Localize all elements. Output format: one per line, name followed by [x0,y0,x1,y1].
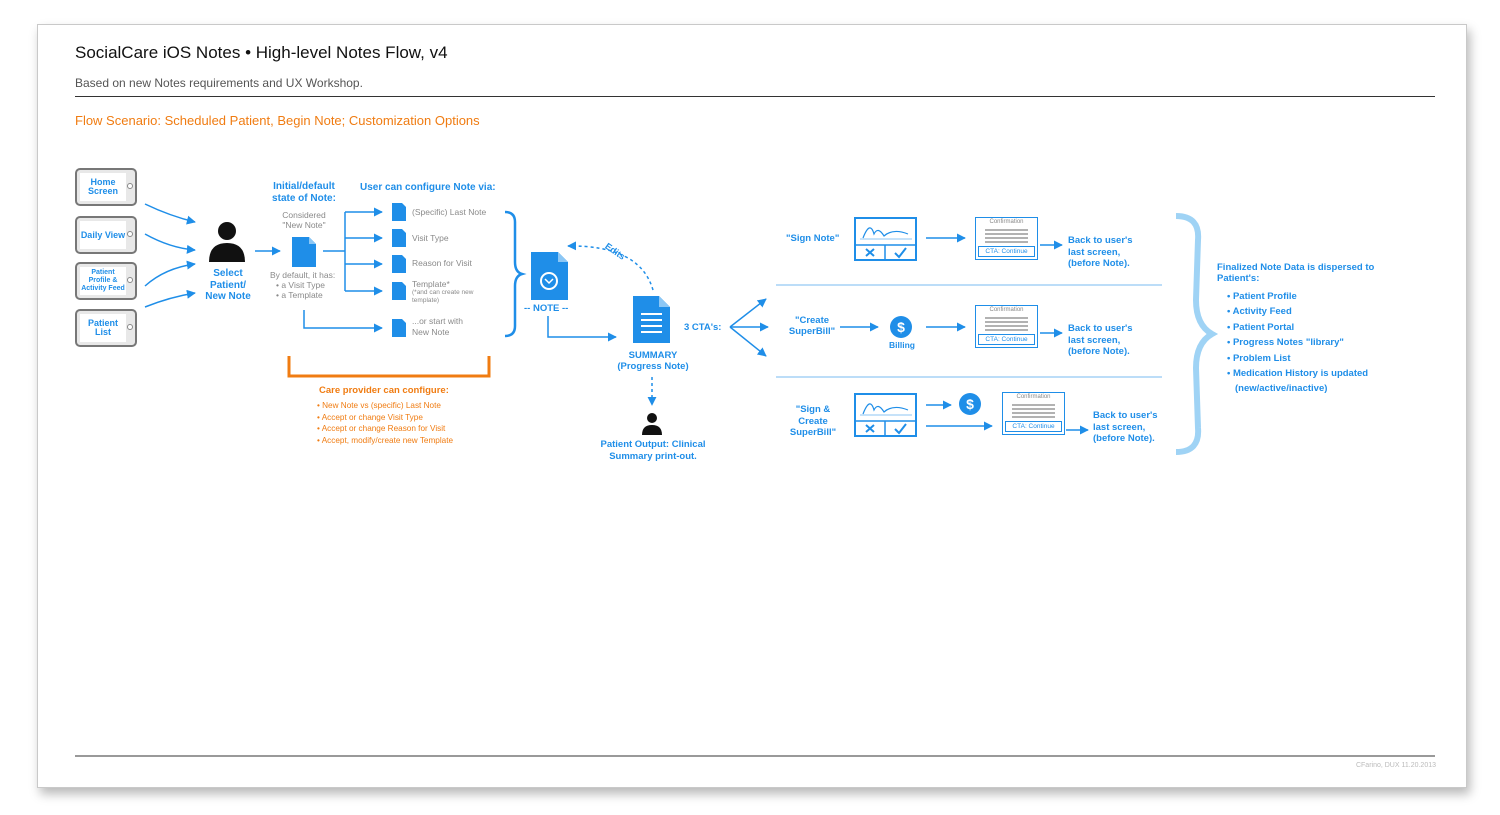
finalized-item: • Problem List [1227,352,1291,364]
option-template[interactable]: Template* [412,279,450,289]
device-button-icon [127,324,133,330]
svg-text:$: $ [897,319,905,335]
patient-profile-device[interactable]: Patient Profile & Activity Feed [75,262,137,300]
new-note-document-icon [292,237,316,267]
patient-list-device[interactable]: Patient List [75,309,137,347]
template-note: (*and can create new template) [412,289,474,304]
option-new-note[interactable]: ...or start with New Note [412,316,464,337]
care-provider-bracket [287,356,491,378]
considered-new-note: Considered "New Note" [282,210,326,230]
dollar-icon: $ [890,316,912,338]
billing-label: Billing [889,340,915,350]
back-to-last-screen: Back to user's last screen, (before Note… [1093,410,1158,444]
configure-heading: User can configure Note via: [360,182,496,193]
option-document-icons [392,203,406,337]
patient-profile-label: Patient Profile & Activity Feed [80,267,126,295]
confirmation-title: Confirmation [989,219,1024,225]
finalized-item: • Patient Portal [1227,321,1295,333]
config-arrows [303,207,383,333]
default-visit-type: • a Visit Type [276,280,325,290]
summary-document-icon [633,296,670,343]
option-visit-type[interactable]: Visit Type [412,233,449,243]
flow-scenario: Flow Scenario: Scheduled Patient, Begin … [75,113,480,128]
daily-view-label: Daily View [80,221,126,249]
home-screen-label: Home Screen [80,173,126,201]
note-document-icon [531,252,568,300]
output-person-icon [642,413,662,435]
finalized-list: • Patient Profile • Activity Feed • Pati… [1227,289,1368,397]
finalized-item: • Patient Profile [1227,291,1297,302]
device-button-icon [127,231,133,237]
footer-credit: CFarino, DUX 11.20.2013 [1355,762,1436,769]
device-button-icon [127,183,133,189]
default-intro: By default, it has: [270,270,336,280]
options-brace [504,210,527,338]
cta-create-superbill[interactable]: "Create SuperBill" [788,315,836,337]
confirmation-screen[interactable]: Confirmation CTA: Continue [975,217,1038,260]
entry-arrows [144,203,196,308]
home-screen-device[interactable]: Home Screen [75,168,137,206]
confirmation-title: Confirmation [989,307,1024,313]
svg-text:$: $ [966,396,974,412]
cta-continue-button[interactable]: CTA: Continue [1005,421,1062,432]
cta-sign-note[interactable]: "Sign Note" [786,233,840,244]
option-last-note[interactable]: (Specific) Last Note [412,207,487,217]
note-label: -- NOTE -- [524,303,569,314]
care-provider-list: • New Note vs (specific) Last Note • Acc… [317,400,453,446]
summary-label: SUMMARY (Progress Note) [617,350,689,372]
dollar-icon: $ [959,393,981,415]
finalized-heading: Finalized Note Data is dispersed to Pati… [1217,262,1375,284]
header-divider [75,96,1435,97]
edits-arrow [567,241,654,291]
signature-box-icon [854,217,917,261]
confirmation-title: Confirmation [1016,394,1051,400]
ctas-label: 3 CTA's: [684,322,722,333]
finalized-item: (new/active/inactive) [1235,383,1328,395]
care-item: • New Note vs (specific) Last Note [317,401,441,410]
signature-box-icon [854,393,917,437]
cta-arrows [729,298,769,357]
note-to-summary-arrow [547,316,617,342]
patient-output-label: Patient Output: Clinical Summary print-o… [600,439,706,462]
option-reason-for-visit[interactable]: Reason for Visit [412,258,472,268]
cta-continue-button[interactable]: CTA: Continue [978,246,1035,257]
confirmation-screen[interactable]: Confirmation CTA: Continue [975,305,1038,348]
confirmation-screen[interactable]: Confirmation CTA: Continue [1002,392,1065,435]
care-item: • Accept or change Visit Type [317,412,423,422]
device-button-icon [127,277,133,283]
cta-continue-button[interactable]: CTA: Continue [978,334,1035,345]
initial-state-heading: Initial/default state of Note: [272,181,336,204]
finalized-item: • Progress Notes "library" [1227,337,1344,349]
care-item: • Accept or change Reason for Visit [317,424,446,433]
cta-sign-create-superbill[interactable]: "Sign & Create SuperBill" [789,404,837,438]
patient-list-label: Patient List [80,314,126,342]
finalized-item: • Activity Feed [1227,306,1292,318]
care-item: • Accept, modify/create new Template [317,435,454,445]
finalized-item: • Medication History is updated [1227,368,1369,380]
canvas-sheet [37,24,1467,788]
person-icon [209,222,245,262]
back-to-last-screen: Back to user's last screen, (before Note… [1068,235,1133,269]
care-provider-heading: Care provider can configure: [319,385,449,396]
select-patient-label: Select Patient/ New Note [205,268,251,302]
page-title: SocialCare iOS Notes • High-level Notes … [75,43,448,62]
finalized-brace [1175,213,1219,455]
daily-view-device[interactable]: Daily View [75,216,137,254]
confirmation-lines [985,229,1055,418]
default-template: • a Template [276,290,323,300]
back-to-last-screen: Back to user's last screen, (before Note… [1068,323,1133,357]
page-subtitle: Based on new Notes requirements and UX W… [75,76,363,90]
